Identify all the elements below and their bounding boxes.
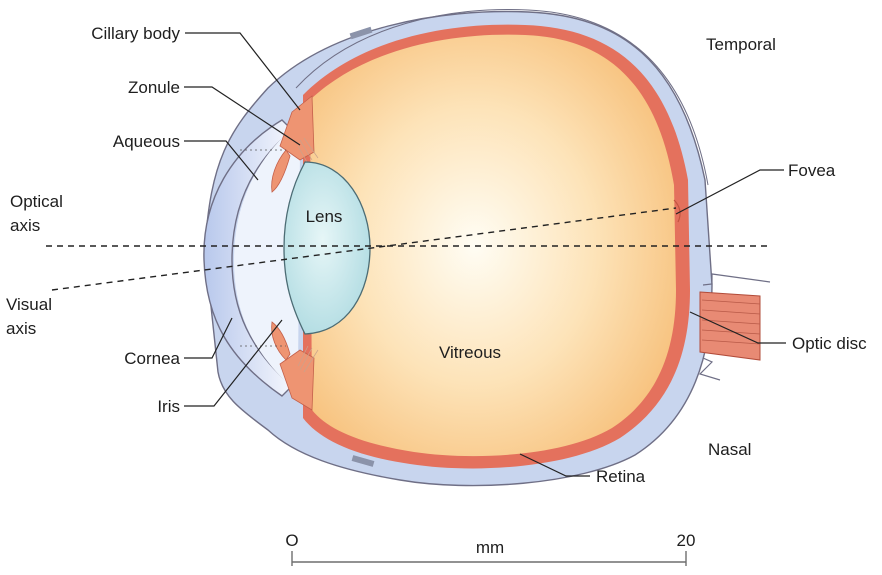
label-lens: Lens xyxy=(306,207,343,226)
scale-bar-unit-label: mm xyxy=(476,538,504,557)
label-optical-axis-1: Optical xyxy=(10,192,63,211)
label-cornea: Cornea xyxy=(124,349,180,368)
label-visual-axis-1: Visual xyxy=(6,295,52,314)
label-optic-disc: Optic disc xyxy=(792,334,867,353)
scale-bar-end-label: 20 xyxy=(677,531,696,550)
scale-bar-start-label: O xyxy=(285,531,298,550)
label-temporal: Temporal xyxy=(706,35,776,54)
label-iris: Iris xyxy=(157,397,180,416)
label-fovea: Fovea xyxy=(788,161,836,180)
label-retina: Retina xyxy=(596,467,646,486)
label-optical-axis-2: axis xyxy=(10,216,40,235)
label-ciliary-body: Cillary body xyxy=(91,24,180,43)
label-vitreous: Vitreous xyxy=(439,343,501,362)
label-aqueous: Aqueous xyxy=(113,132,180,151)
label-nasal: Nasal xyxy=(708,440,751,459)
label-zonule: Zonule xyxy=(128,78,180,97)
label-visual-axis-2: axis xyxy=(6,319,36,338)
